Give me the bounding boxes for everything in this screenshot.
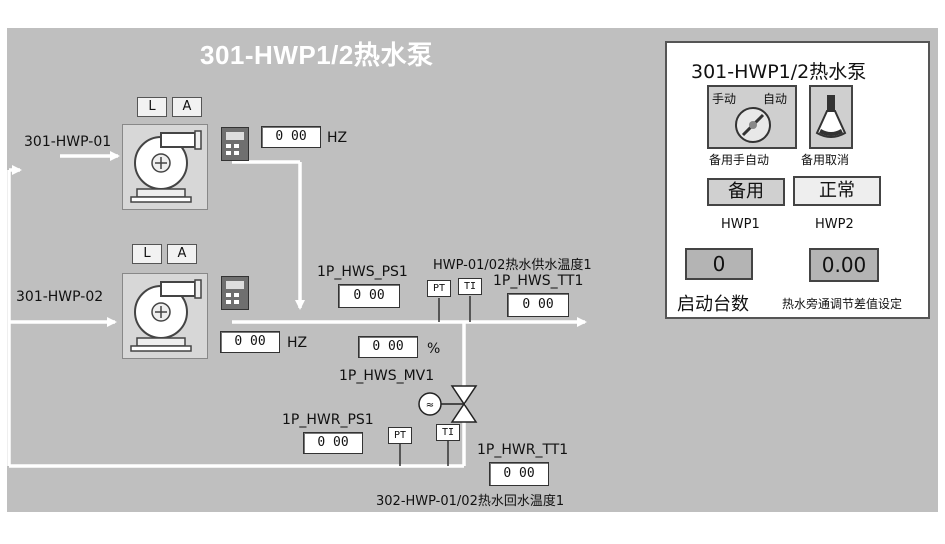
svg-text:≈: ≈ [426, 400, 434, 411]
screen-title: 301-HWP1/2热水泵 [200, 40, 434, 70]
return-temp-label: 1P_HWR_TT1 [477, 442, 569, 458]
pump2-auto-button[interactable]: A [167, 244, 197, 264]
start-count-value[interactable]: 0 [685, 248, 753, 280]
hwp1-label: HWP1 [721, 217, 760, 232]
bypass-setpoint-value[interactable]: 0.00 [809, 248, 879, 282]
hwp2-label: HWP2 [815, 217, 854, 232]
pump-control-panel: 301-HWP1/2热水泵 手动 自动 备用手自动 备用取消 备用 正常 HWP… [665, 41, 930, 319]
pump1-auto-button[interactable]: A [172, 97, 202, 117]
bypass-setpoint-label: 热水旁通调节差值设定 [782, 297, 903, 311]
valve-label: 1P_HWS_MV1 [339, 368, 435, 384]
pump2-frequency-value[interactable]: 0 00 [220, 331, 280, 353]
pump2-icon[interactable] [122, 273, 208, 359]
supply-pressure-tag[interactable]: PT [427, 280, 451, 297]
return-temp-value[interactable]: 0 00 [489, 462, 549, 486]
supply-pressure-value[interactable]: 0 00 [338, 284, 400, 308]
valve-position-unit: % [427, 341, 441, 357]
pump1-frequency-value[interactable]: 0 00 [261, 126, 321, 148]
pump2-name: 301-HWP-02 [16, 289, 104, 305]
return-pressure-tag[interactable]: PT [388, 427, 412, 444]
return-pressure-value[interactable]: 0 00 [303, 432, 363, 454]
panel-title: 301-HWP1/2热水泵 [691, 61, 867, 83]
valve-position-value[interactable]: 0 00 [358, 336, 418, 358]
pump1-icon[interactable] [122, 124, 208, 210]
auto-label: 自动 [763, 92, 788, 106]
pump2-frequency-unit: HZ [287, 335, 308, 351]
return-pressure-label: 1P_HWR_PS1 [282, 412, 374, 428]
pump2-control-panel-icon[interactable] [221, 276, 249, 310]
pump1-frequency-unit: HZ [327, 130, 348, 146]
hwp1-standby-button[interactable]: 备用 [707, 178, 785, 206]
pump1-name: 301-HWP-01 [24, 134, 112, 150]
supply-temp-label: 1P_HWS_TT1 [493, 273, 584, 289]
pump1-local-button[interactable]: L [137, 97, 167, 117]
supply-temp-tag[interactable]: TI [458, 278, 482, 295]
hwp2-normal-button[interactable]: 正常 [793, 176, 881, 206]
start-count-label: 启动台数 [677, 294, 749, 315]
return-temp-tag[interactable]: TI [436, 424, 460, 441]
manual-label: 手动 [712, 92, 737, 106]
supply-temp-value[interactable]: 0 00 [507, 293, 569, 317]
supply-temp-desc: HWP-01/02热水供水温度1 [433, 258, 592, 273]
supply-pressure-label: 1P_HWS_PS1 [317, 264, 408, 280]
manual-auto-caption: 备用手自动 [709, 153, 770, 167]
return-temp-desc: 302-HWP-01/02热水回水温度1 [376, 494, 565, 509]
selector-knob-icon [735, 107, 771, 143]
pump2-local-button[interactable]: L [132, 244, 162, 264]
bypass-valve-icon: ≈ [418, 385, 478, 423]
standby-cancel-switch[interactable] [809, 85, 853, 149]
pump1-control-panel-icon[interactable] [221, 127, 249, 161]
standby-cancel-caption: 备用取消 [801, 153, 850, 167]
flask-icon [815, 95, 847, 138]
manual-auto-switch[interactable]: 手动 自动 [707, 85, 797, 149]
